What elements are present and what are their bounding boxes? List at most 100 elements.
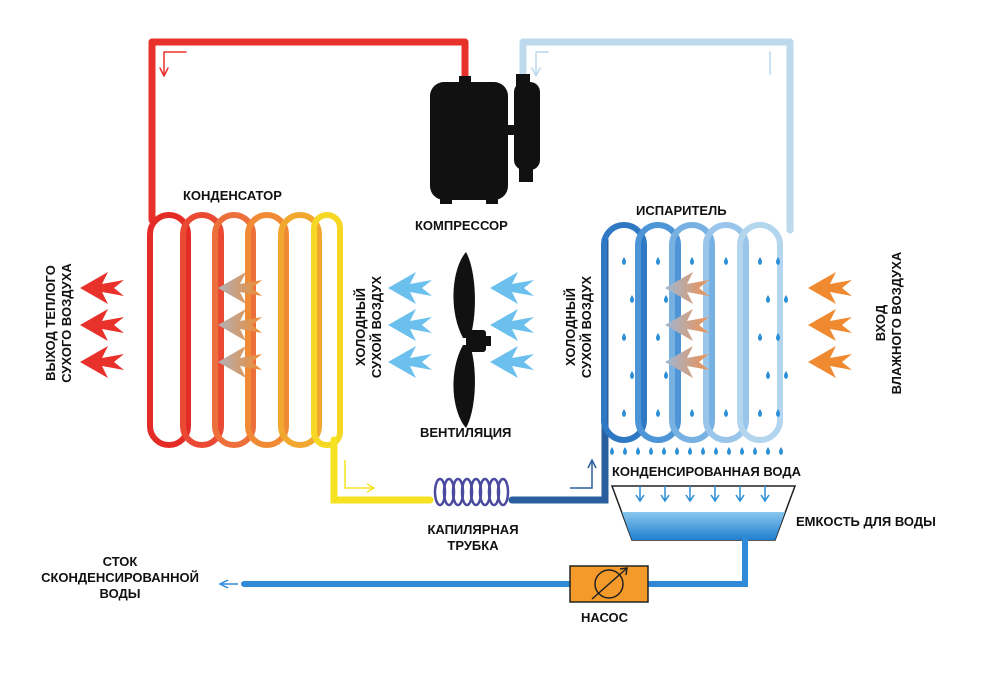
cold-dry-air-right-label: ХОЛОДНЫЙ СУХОЙ ВОЗДУХ: [563, 262, 597, 392]
warm-air-arrow: [80, 346, 124, 378]
water-drop: [758, 409, 762, 417]
cold-dry-right-line2: СУХОЙ ВОЗДУХ: [579, 275, 594, 379]
warm-air-arrow: [80, 309, 124, 341]
compressor-icon: [430, 74, 540, 204]
water-drop: [776, 409, 780, 417]
fan-icon: [453, 252, 491, 428]
water-drop: [664, 371, 668, 379]
water-drop: [656, 333, 660, 341]
cold-air-arrow: [490, 309, 534, 341]
drain-arrow: [218, 579, 238, 589]
water-drop: [766, 371, 770, 379]
water-drop: [714, 447, 718, 455]
water-drop: [636, 447, 640, 455]
ventilation-label: ВЕНТИЛЯЦИЯ: [420, 425, 512, 440]
condensed-water-label: КОНДЕНСИРОВАННАЯ ВОДА: [612, 464, 802, 479]
water-drop: [622, 257, 626, 265]
pump-label: НАСОС: [581, 610, 629, 625]
water-drop: [675, 447, 679, 455]
pump-icon: [569, 565, 649, 603]
capillary-label: КАПИЛЯРНАЯ ТРУБКА: [418, 522, 528, 554]
water-drop: [622, 409, 626, 417]
condensed-water-drops: [610, 447, 783, 455]
water-drop: [753, 447, 757, 455]
cold-air-arrow: [388, 346, 432, 378]
humid-air-in-label: ВХОД ВЛАЖНОГО ВОЗДУХА: [873, 243, 907, 403]
water-drop: [690, 257, 694, 265]
water-drop: [740, 447, 744, 455]
capillary-label-line2: ТРУБКА: [447, 538, 499, 553]
liquid-line: [330, 436, 434, 504]
cold-air-arrow: [490, 346, 534, 378]
warm-air-out-line1: ВЫХОД ТЕПЛОГО: [43, 265, 58, 381]
cold-dry-right-line1: ХОЛОДНЫЙ: [563, 288, 578, 366]
humid-air-arrow: [808, 272, 852, 304]
water-drop: [662, 447, 666, 455]
humid-air-in-arrows: [808, 272, 852, 378]
evaporator-air-arrow: [665, 346, 709, 378]
drain-pipe: [241, 537, 748, 587]
water-drop: [610, 447, 614, 455]
cold-air-mid-arrows: [490, 272, 534, 378]
water-drop: [758, 257, 762, 265]
water-drop: [664, 295, 668, 303]
cold-air-arrow: [490, 272, 534, 304]
water-drop: [727, 447, 731, 455]
water-tank: [610, 485, 797, 541]
water-drop: [630, 295, 634, 303]
water-drop: [656, 409, 660, 417]
water-drop: [776, 333, 780, 341]
humid-air-in-line2: ВЛАЖНОГО ВОЗДУХА: [889, 251, 904, 395]
humid-air-arrow: [808, 346, 852, 378]
water-drop: [724, 409, 728, 417]
water-drop: [784, 371, 788, 379]
humid-air-arrow: [808, 309, 852, 341]
water-drop: [779, 447, 783, 455]
drain-label-line1: СТОК: [102, 554, 138, 569]
warm-air-arrow: [80, 272, 124, 304]
evaporator-label: ИСПАРИТЕЛЬ: [636, 203, 727, 218]
cold-return-line: [519, 38, 794, 234]
evaporator-coil: [601, 222, 783, 443]
evaporator-air-arrow: [665, 309, 709, 341]
water-drop: [758, 333, 762, 341]
cold-dry-left-line2: СУХОЙ ВОЗДУХ: [369, 275, 384, 379]
condenser-air-arrows: [218, 272, 262, 378]
water-drop: [701, 447, 705, 455]
water-drop: [766, 447, 770, 455]
water-drop: [690, 409, 694, 417]
water-drop: [766, 295, 770, 303]
cold-dry-air-left-label: ХОЛОДНЫЙ СУХОЙ ВОЗДУХ: [353, 262, 387, 392]
water-drop: [656, 257, 660, 265]
drain-label: СТОК СКОНДЕНСИРОВАННОЙ ВОДЫ: [20, 554, 220, 602]
water-drop: [776, 257, 780, 265]
condenser-air-arrow: [218, 272, 262, 304]
water-drop: [622, 333, 626, 341]
water-drop: [623, 447, 627, 455]
evaporator-air-arrows: [665, 272, 709, 378]
cold-dry-left-line1: ХОЛОДНЫЙ: [353, 288, 368, 366]
hot-refrigerant-line: [148, 38, 469, 224]
compressor-label: КОМПРЕССОР: [415, 218, 508, 233]
cold-air-left-arrows: [388, 272, 432, 378]
water-drop: [688, 447, 692, 455]
water-tank-label: ЕМКОСТЬ ДЛЯ ВОДЫ: [796, 514, 936, 529]
drain-label-line3: ВОДЫ: [99, 586, 141, 601]
water-drop: [724, 257, 728, 265]
warm-air-out-arrows: [80, 272, 124, 378]
drain-label-line2: СКОНДЕНСИРОВАННОЙ: [41, 570, 199, 585]
water-drop: [784, 295, 788, 303]
condenser-coil: [147, 212, 343, 448]
capillary-label-line1: КАПИЛЯРНАЯ: [427, 522, 519, 537]
evaporator-water-drops: [622, 257, 788, 417]
cold-air-arrow: [388, 272, 432, 304]
warm-air-out-label: ВЫХОД ТЕПЛОГО СУХОГО ВОЗДУХА: [43, 243, 77, 403]
cold-air-arrow: [388, 309, 432, 341]
water-drop: [630, 371, 634, 379]
condenser-air-arrow: [218, 309, 262, 341]
condenser-label: КОНДЕНСАТОР: [183, 188, 282, 203]
humid-air-in-line1: ВХОД: [873, 304, 888, 342]
condenser-air-arrow: [218, 346, 262, 378]
water-drop: [649, 447, 653, 455]
